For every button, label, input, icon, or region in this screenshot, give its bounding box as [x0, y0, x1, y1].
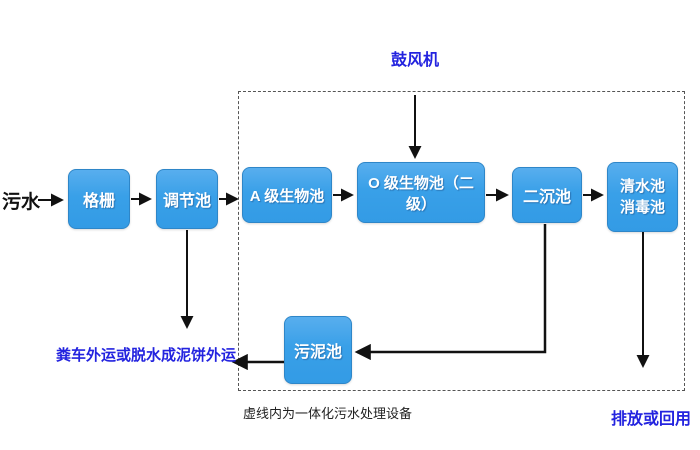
node-regulating-tank: 调节池 [156, 169, 218, 229]
node-grating-label: 格栅 [82, 193, 115, 210]
sewage-inlet-label: 污水 [2, 192, 41, 213]
node-disinfection-tank-label: 消毒池 [619, 199, 665, 216]
sludge-outhaul-label: 粪车外运或脱水成泥饼外运 [56, 347, 237, 364]
discharge-or-reuse-label: 排放或回用 [611, 411, 692, 428]
node-clear-water-disinfection-tank: 清水池 消毒池 [607, 162, 678, 232]
node-secondary-sedimentation-tank-label: 二沉池 [522, 189, 571, 206]
node-a-grade-bio-tank-label: A 级生物池 [249, 187, 325, 205]
node-o-grade-bio-tank-label: O 级生物池（二级） [368, 174, 474, 213]
node-sludge-tank: 污泥池 [284, 316, 352, 384]
node-clear-water-tank-label: 清水池 [619, 178, 665, 195]
dashed-boundary-caption: 虚线内为一体化污水处理设备 [243, 406, 413, 421]
blower-label: 鼓风机 [391, 52, 440, 69]
integrated-equipment-dashed-boundary [238, 91, 685, 391]
node-regulating-tank-label: 调节池 [162, 193, 211, 210]
node-a-grade-bio-tank: A 级生物池 [242, 167, 332, 223]
arrow-secondary-to-sludge-icon [354, 224, 547, 361]
node-o-grade-bio-tank: O 级生物池（二级） [357, 162, 485, 223]
node-secondary-sedimentation-tank: 二沉池 [512, 167, 582, 223]
node-grating: 格栅 [68, 169, 130, 229]
node-sludge-tank-label: 污泥池 [293, 344, 342, 361]
